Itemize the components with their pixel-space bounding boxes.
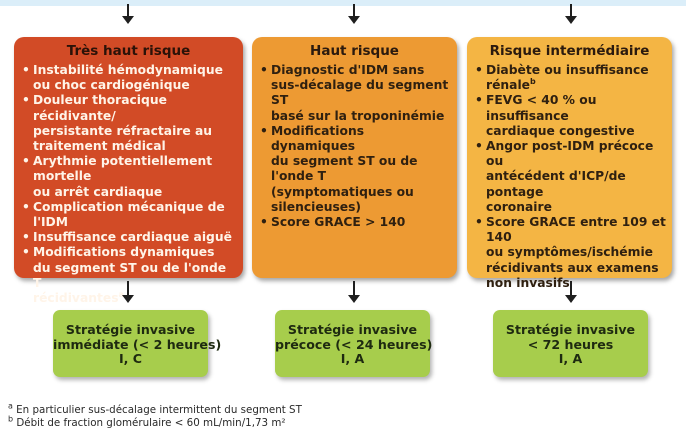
bullet-icon: • [475, 93, 483, 108]
bullet-icon: • [475, 63, 483, 77]
strategy-box-immediate: Stratégie invasive immédiate (< 2 heures… [53, 310, 222, 377]
strategy-line: Stratégie invasive [65, 322, 196, 337]
criteria-line: Insuffisance cardiaque aiguë [33, 230, 232, 245]
bullet-icon: • [22, 93, 30, 108]
risk-box-very-high: Très haut risque •Instabilité hémodynami… [14, 37, 243, 305]
criteria-item: •Score GRACE > 140 [260, 215, 451, 230]
criteria-line: basé sur la troponinémie [271, 108, 445, 123]
criteria-line: récidivants aux examens [486, 260, 659, 275]
risk-box-intermediate: Risque intermédiaire •Diabète ou insuffi… [467, 37, 672, 290]
criteria-line: Complication mécanique de l'IDM [33, 199, 225, 230]
criteria-line: du segment ST ou de l'onde T [33, 260, 227, 290]
criteria-line: traitement médical [33, 139, 166, 154]
criteria-line: antécédent d'ICP/de pontage [486, 169, 626, 199]
strategy-line: Stratégie invasive [287, 322, 418, 337]
risk-box-title: Très haut risque [66, 43, 191, 59]
criteria-line: Score GRACE entre 109 et 140 [486, 215, 666, 245]
bullet-icon: • [260, 63, 268, 77]
criteria-line: (symptomatiques ou [271, 184, 414, 199]
bullet-icon: • [260, 215, 268, 230]
criteria-line: Score GRACE > 140 [271, 215, 406, 230]
arrow-top-2 [348, 4, 360, 24]
criteria-item: •Diabète ou insuffisance rénaleb [475, 63, 666, 93]
criteria-line: non invasifs [486, 275, 570, 290]
criteria-line: sus-décalage du segment ST [271, 78, 449, 108]
strategy-line: immédiate (< 2 heures) [53, 336, 222, 352]
criteria-line: ou arrêt cardiaque [33, 184, 163, 199]
criteria-list: •Diabète ou insuffisance rénaleb•FEVG < … [467, 63, 672, 291]
bullet-icon: • [22, 230, 30, 245]
arrow-bottom-3 [565, 281, 577, 305]
bullet-icon: • [475, 215, 483, 230]
criteria-line: Modifications dynamiques [271, 123, 365, 154]
strategy-box-early: Stratégie invasive précoce (< 24 heures)… [275, 310, 433, 377]
criteria-line: persistante réfractaire au [33, 123, 213, 138]
arrow-bottom-2 [348, 281, 360, 305]
bullet-icon: • [22, 199, 30, 214]
strategy-class: I, A [340, 351, 365, 367]
bullet-icon: • [475, 139, 483, 154]
bullet-icon: • [22, 245, 30, 260]
arrow-bottom-1 [122, 281, 134, 305]
strategy-line: précoce (< 24 heures) [275, 336, 433, 352]
criteria-line: silencieuses) [271, 199, 362, 214]
strategy-class: I, C [118, 351, 143, 367]
criteria-line: coronaire [486, 199, 552, 214]
criteria-line: Instabilité hémodynamique [33, 63, 223, 77]
criteria-line: récidivantes [33, 291, 119, 306]
criteria-line: Modifications dynamiques [33, 245, 215, 260]
strategy-class: I, A [558, 351, 583, 367]
criteria-item: •Insuffisance cardiaque aiguë [22, 230, 237, 245]
footnote-b: b Débit de fraction glomérulaire < 60 mL… [8, 414, 286, 429]
strategy-box-72h: Stratégie invasive < 72 heures I, A [493, 310, 648, 377]
strategy-line: < 72 heures [527, 336, 614, 352]
criteria-line: du segment ST ou de l'onde T [271, 154, 418, 184]
top-band [0, 0, 686, 6]
bullet-icon: • [22, 154, 30, 169]
risk-box-title: Haut risque [310, 43, 399, 59]
footnote-mark: a [118, 289, 124, 299]
criteria-line: Arythmie potentiellement mortelle [33, 154, 213, 184]
criteria-line: FEVG < 40 % ou insuffisance [486, 93, 597, 123]
arrow-top-1 [122, 4, 134, 24]
criteria-line: Douleur thoracique récidivante/ [33, 93, 167, 123]
arrow-top-3 [565, 4, 577, 24]
footnote-mark: b [530, 77, 536, 87]
footnotes: a En particulier sus-décalage intermitte… [8, 401, 668, 430]
strategy-line: Stratégie invasive [505, 322, 636, 337]
bullet-icon: • [260, 123, 268, 138]
criteria-line: Angor post-IDM précoce ou [486, 139, 654, 169]
bullet-icon: • [22, 63, 30, 77]
criteria-line: ou choc cardiogénique [33, 78, 190, 93]
criteria-line: ou symptômes/ischémie [486, 245, 654, 260]
footnote-a: a En particulier sus-décalage intermitte… [8, 401, 302, 416]
risk-box-title: Risque intermédiaire [489, 43, 650, 59]
criteria-line: Diabète ou insuffisance rénale [486, 63, 649, 93]
criteria-line: Diagnostic d'IDM sans [271, 63, 425, 77]
criteria-line: cardiaque congestive [486, 123, 635, 138]
criteria-item: •Complication mécanique de l'IDM [22, 200, 237, 230]
criteria-item: •Douleur thoracique récidivante/persista… [22, 93, 237, 154]
